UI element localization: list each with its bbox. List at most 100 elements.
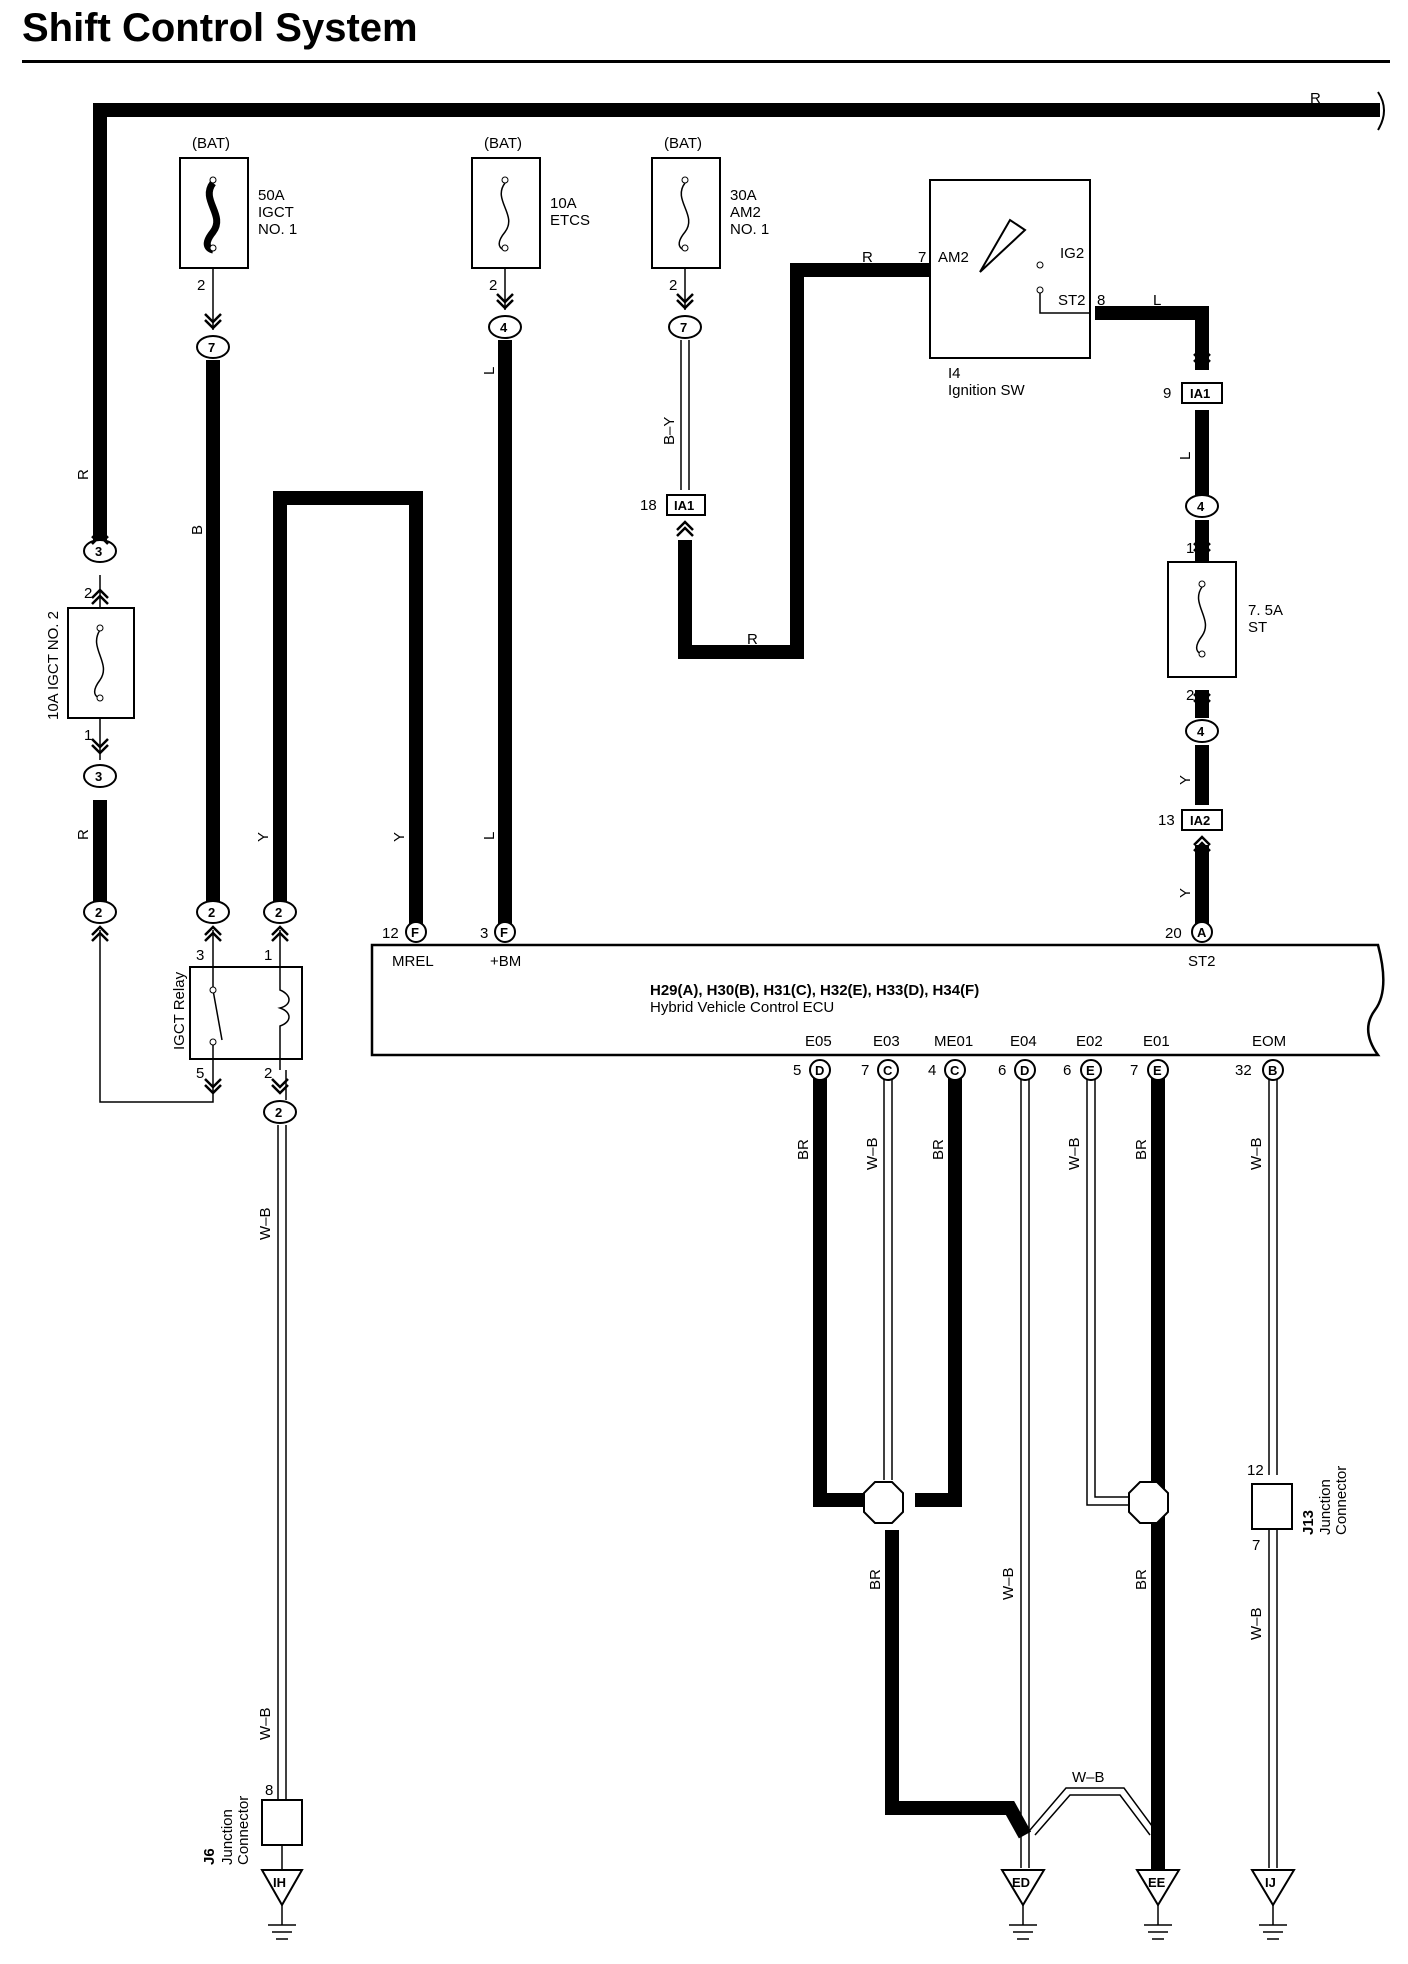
ecu-pin-e03: E03 (873, 1033, 900, 1050)
pin-32-eom: 32 (1235, 1062, 1252, 1079)
oval-7-a: 7 (208, 340, 215, 355)
ignition-switch (929, 179, 1091, 359)
ign-ig2-label: IG2 (1060, 245, 1084, 262)
pin-6-e02: 6 (1063, 1062, 1071, 1079)
pin-9-ia1: 9 (1163, 385, 1171, 402)
fuse-am2-l1: AM2 (730, 204, 761, 221)
fuse-etcs-amp: 10A (550, 195, 577, 212)
fuse-am2-no1 (651, 157, 721, 310)
oval-3-b: 3 (95, 769, 102, 784)
pin-8-j6: 8 (265, 1782, 273, 1799)
oval-4-c: 4 (1197, 724, 1205, 739)
fuse-etcs (471, 157, 541, 310)
fuse-st (1167, 561, 1237, 678)
cn-c-2: C (950, 1063, 960, 1078)
oval-2-a: 2 (95, 905, 102, 920)
pin-7-e01: 7 (1130, 1062, 1138, 1079)
wc-wb-6: W–B (1000, 1567, 1017, 1600)
ecu-pin-me01: ME01 (934, 1033, 973, 1050)
oval-2-c: 2 (275, 905, 282, 920)
pin-1-igct2: 1 (84, 727, 92, 744)
connector-ia2 (1181, 809, 1223, 831)
ecu-pin-e01: E01 (1143, 1033, 1170, 1050)
j13-l1: Junction (1317, 1479, 1334, 1535)
pin-2-etcs: 2 (489, 277, 497, 294)
ecu-pin-e02: E02 (1076, 1033, 1103, 1050)
wc-wb-1: W–B (257, 1207, 274, 1240)
cn-d-1: D (815, 1063, 824, 1078)
wc-b: B (189, 525, 206, 535)
j13-l2: Connector (1333, 1466, 1350, 1535)
ecu-pin-eom: EOM (1252, 1033, 1286, 1050)
page-title: Shift Control System (22, 6, 418, 50)
pin-13-ia2: 13 (1158, 812, 1175, 829)
wc-r-left: R (75, 469, 92, 480)
pin-18-ia1: 18 (640, 497, 657, 514)
pin-20-st2: 20 (1165, 925, 1182, 942)
ign-pin-7: 7 (918, 249, 926, 266)
ecu-pin-mrel: MREL (392, 953, 434, 970)
oval-4-b: 4 (1197, 499, 1205, 514)
wire-y-loop (273, 491, 423, 930)
wc-r-left-2: R (75, 829, 92, 840)
ecu-box (370, 943, 1385, 1057)
fuse-igct2-label: 10A IGCT NO. 2 (45, 611, 62, 720)
ground-label-ee: EE (1148, 1875, 1166, 1890)
oval-2-b: 2 (208, 905, 215, 920)
connector-ovals (83, 315, 1219, 1124)
wc-br-2: BR (930, 1139, 947, 1160)
fuse-etcs-l1: ETCS (550, 212, 590, 229)
cn-b: B (1268, 1063, 1277, 1078)
pin-3-relay: 3 (196, 947, 204, 964)
junction-node-left (863, 1481, 904, 1524)
bat-label-2: (BAT) (484, 135, 522, 152)
wc-y-4: Y (1177, 888, 1194, 898)
j6-id: J6 (201, 1848, 218, 1865)
wire-r-am2 (678, 263, 930, 659)
ground-ed (1000, 1869, 1046, 1940)
wc-y-2: Y (391, 832, 408, 842)
fuse-am2-l2: NO. 1 (730, 221, 769, 238)
fuse-st-amp: 7. 5A (1248, 602, 1283, 619)
arrow-marks (90, 292, 1212, 1095)
ign-pin-8: 8 (1097, 292, 1105, 309)
cn-a: A (1197, 925, 1207, 940)
j13-id: J13 (1300, 1510, 1317, 1535)
bat-label-1: (BAT) (192, 135, 230, 152)
connector-ia1-ign (1181, 382, 1223, 404)
ign-am2-label: AM2 (938, 249, 969, 266)
pin-5-e05: 5 (793, 1062, 801, 1079)
wire-r-top-bus (93, 103, 1380, 548)
wc-y-3: Y (1177, 775, 1194, 785)
wc-br-1: BR (795, 1139, 812, 1160)
wc-wb-7: W–B (1248, 1607, 1265, 1640)
ecu-name: Hybrid Vehicle Control ECU (650, 999, 834, 1016)
pin-7-e03: 7 (861, 1062, 869, 1079)
junction-connector-j6 (261, 1799, 303, 1846)
igct-relay (189, 930, 303, 1080)
cn-d-2: D (1020, 1063, 1029, 1078)
oval-2-d: 2 (275, 1105, 282, 1120)
wire-l-st2 (1095, 306, 1209, 370)
wc-wb-4: W–B (1066, 1137, 1083, 1170)
wc-wb-3: W–B (864, 1137, 881, 1170)
oval-7-b: 7 (680, 320, 687, 335)
wire-br-e05 (813, 1070, 870, 1507)
ign-id: I4 (948, 365, 961, 382)
ign-name: Ignition SW (948, 382, 1026, 399)
wc-l-2: L (481, 832, 498, 840)
ia1-label-am2: IA1 (674, 498, 694, 513)
pin-5-relay: 5 (196, 1065, 204, 1082)
fuse-igct1-l1: IGCT (258, 204, 294, 221)
wc-l-3: L (1177, 452, 1194, 460)
ecu-connectors: H29(A), H30(B), H31(C), H32(E), H33(D), … (650, 982, 979, 999)
wc-r-top: R (1310, 90, 1321, 107)
bat-label-3: (BAT) (664, 135, 702, 152)
wc-r-loop: R (747, 631, 758, 648)
title-rule (22, 60, 1390, 63)
pin-2-igct1: 2 (197, 277, 205, 294)
fuse-am2-amp: 30A (730, 187, 757, 204)
wc-wb-5: W–B (1248, 1137, 1265, 1170)
ecu-pin-st2: ST2 (1188, 953, 1216, 970)
